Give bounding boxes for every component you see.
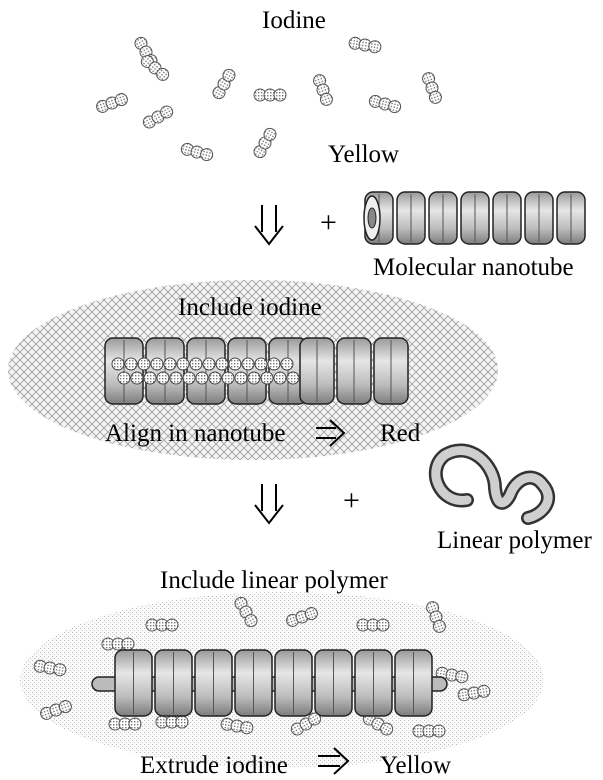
align-in-nanotube-label: Align in nanotube bbox=[105, 420, 286, 447]
nanotube-ring bbox=[429, 192, 457, 244]
iodine-molecule bbox=[102, 638, 134, 650]
nanotube-ring bbox=[395, 650, 432, 716]
yellow-label-bottom: Yellow bbox=[380, 752, 451, 779]
iodine-molecule bbox=[312, 73, 334, 107]
iodine-molecule bbox=[348, 36, 382, 53]
linear-polymer-label: Linear polymer bbox=[437, 527, 592, 554]
nanotube-ring bbox=[493, 192, 521, 244]
plus-sign-1: + bbox=[320, 206, 337, 239]
down-arrow-icon-1 bbox=[255, 205, 283, 244]
include-iodine-label: Include iodine bbox=[178, 294, 322, 321]
nanotube-ring bbox=[355, 650, 392, 716]
iodine-molecule bbox=[368, 94, 402, 114]
nanotube-ring bbox=[155, 650, 192, 716]
iodine-molecule bbox=[109, 718, 141, 730]
yellow-label-top: Yellow bbox=[328, 141, 399, 168]
nanotube-ring bbox=[557, 192, 585, 244]
iodine-molecule bbox=[254, 89, 286, 101]
iodine-molecule bbox=[421, 71, 443, 105]
iodine-molecule bbox=[180, 142, 214, 162]
molecular-nanotube-label: Molecular nanotube bbox=[373, 254, 574, 281]
nanotube-ring bbox=[300, 338, 334, 404]
red-label: Red bbox=[380, 420, 421, 447]
nanotube-ring bbox=[275, 650, 312, 716]
iodine-molecule bbox=[211, 67, 237, 101]
nanotube-ring bbox=[146, 338, 184, 404]
nanotube-ring bbox=[525, 192, 553, 244]
nanotube-ring bbox=[235, 650, 272, 716]
nanotube-ring bbox=[337, 338, 371, 404]
linear-polymer-icon bbox=[436, 450, 548, 518]
nanotube-ring bbox=[187, 338, 225, 404]
plus-sign-2: + bbox=[343, 484, 360, 517]
iodine-molecule bbox=[413, 725, 445, 737]
extrude-iodine-label: Extrude iodine bbox=[140, 752, 288, 779]
iodine-molecule bbox=[146, 619, 178, 631]
iodine-molecule bbox=[141, 104, 175, 130]
nanotube-ring bbox=[374, 338, 408, 404]
nanotube-ring bbox=[397, 192, 425, 244]
nanotube-with-iodine-icon bbox=[105, 338, 408, 404]
nanotube-ring bbox=[228, 338, 266, 404]
iodine-molecule bbox=[156, 716, 188, 728]
nanotube-ring bbox=[115, 650, 152, 716]
nanotube-ring bbox=[105, 338, 143, 404]
iodine-molecule bbox=[95, 92, 129, 114]
iodine-molecule bbox=[357, 619, 389, 631]
nanotube-ring bbox=[461, 192, 489, 244]
iodine-label: Iodine bbox=[262, 7, 326, 34]
nanotube-ring bbox=[315, 650, 352, 716]
nanotube-ring bbox=[195, 650, 232, 716]
molecular-nanotube-icon bbox=[364, 192, 585, 244]
include-linear-polymer-label: Include linear polymer bbox=[160, 567, 388, 594]
down-arrow-icon-2 bbox=[255, 484, 283, 523]
iodine-molecule bbox=[252, 126, 278, 160]
